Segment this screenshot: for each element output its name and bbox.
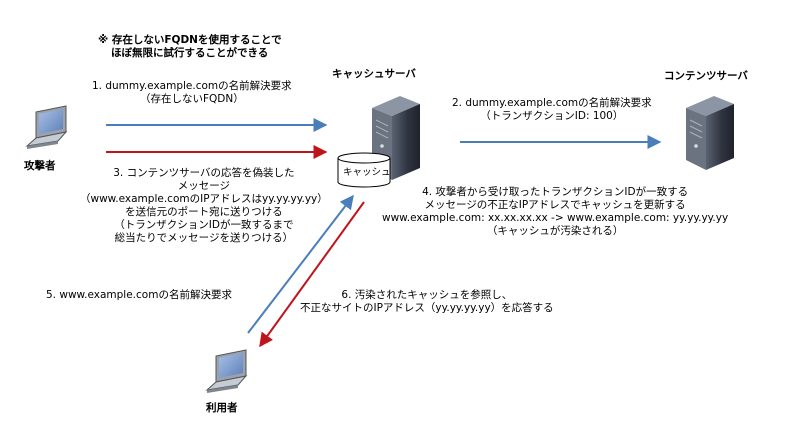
cache-server-label: キャッシュサーバ (332, 68, 416, 80)
note-text: ※ 存在しないFQDNを使用することで ほぼ無限に試行することができる (98, 34, 282, 59)
step5-text: 5. www.example.comの名前解決要求 (46, 289, 232, 301)
step6-text: 6. 汚染されたキャッシュを参照し、 不正なサイトのIPアドレス（yy.yy.y… (300, 289, 554, 314)
user-laptop-icon (205, 349, 248, 393)
cache-cylinder-icon (337, 152, 391, 188)
step2-text: 2. dummy.example.comの名前解決要求 （トランザクションID:… (452, 97, 652, 122)
cache-label: キャッシュ (343, 167, 391, 178)
content-server-icon (686, 96, 734, 170)
step1-text: 1. dummy.example.comの名前解決要求 （存在しないFQDN） (92, 80, 292, 105)
cache-server-icon (372, 96, 420, 180)
user-label: 利用者 (206, 402, 238, 414)
arrow-step5 (247, 194, 354, 334)
content-server-label: コンテンツサーバ (664, 70, 748, 82)
step4-text: 4. 攻撃者から受け取ったトランザクションIDが一致する メッセージの不正なIP… (382, 186, 729, 237)
attacker-laptop-icon (25, 105, 68, 149)
attacker-label: 攻撃者 (24, 160, 56, 172)
step3-text: 3. コンテンツサーバの応答を偽装した メッセージ （www.example.c… (80, 167, 328, 244)
arrow-step6 (259, 201, 365, 348)
